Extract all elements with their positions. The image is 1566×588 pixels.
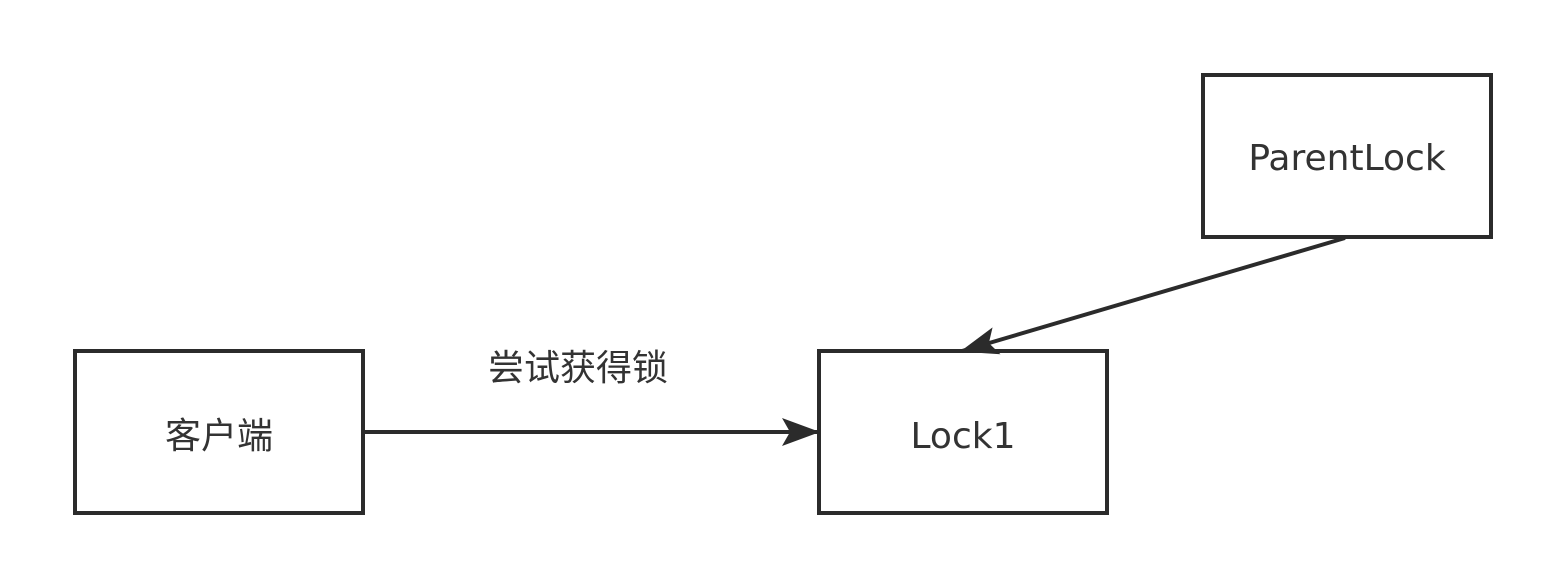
node-client-label: 客户端	[165, 416, 273, 457]
node-parent-lock-box	[1201, 73, 1493, 239]
edge-parent-to-lock1-line	[960, 236, 1346, 355]
node-lock1-label: Lock1	[911, 416, 1016, 457]
edge-client-to-lock1-label: 尝试获得锁	[488, 348, 668, 389]
node-client[interactable]: 客户端	[73, 349, 365, 515]
node-lock1-box	[817, 349, 1109, 515]
edge-client-to-lock1[interactable]: 尝试获得锁	[365, 348, 820, 446]
node-parent-lock-label: ParentLock	[1248, 138, 1445, 179]
node-lock1[interactable]: Lock1	[817, 349, 1109, 515]
node-parent-lock[interactable]: ParentLock	[1201, 73, 1493, 239]
node-client-box	[73, 349, 365, 515]
edge-parent-to-lock1[interactable]	[960, 236, 1346, 355]
